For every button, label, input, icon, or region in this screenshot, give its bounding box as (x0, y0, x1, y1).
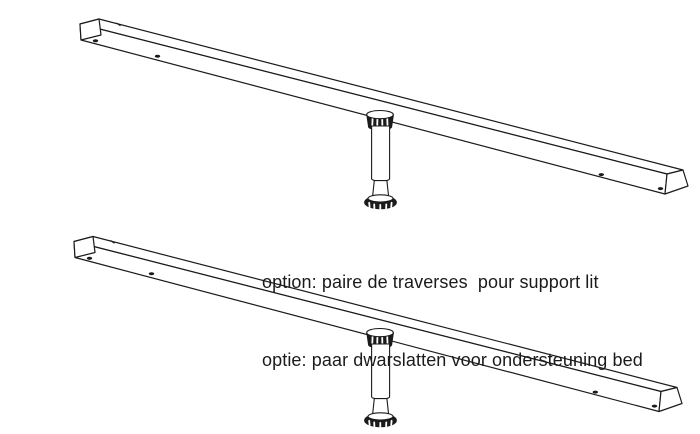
caption-line-dutch: optie: paar dwarslatten voor ondersteuni… (262, 350, 643, 370)
crossbar-assembly-top (79, 18, 689, 211)
support-leg-top (363, 109, 398, 211)
caption: option: paire de traverses pour support … (262, 217, 643, 425)
caption-line-french: option: paire de traverses pour support … (262, 272, 599, 292)
